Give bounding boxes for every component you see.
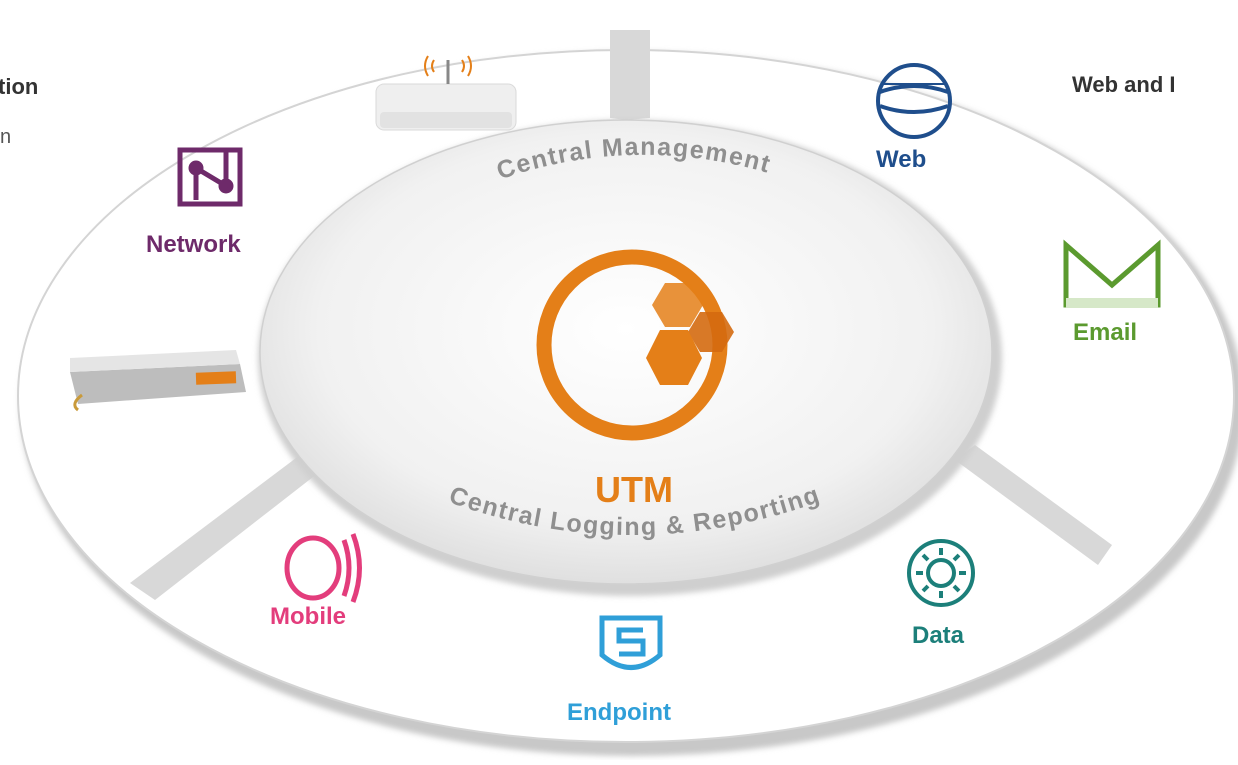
inner-ellipse xyxy=(259,119,993,585)
corner-right-title: Web and I xyxy=(1072,72,1176,97)
data-gear-icon xyxy=(907,539,975,607)
endpoint-shield-icon xyxy=(599,615,663,670)
utm-title: UTM xyxy=(595,469,673,510)
endpoint-label: Endpoint xyxy=(567,699,671,726)
web-label: Web xyxy=(876,146,927,173)
mobile-label: Mobile xyxy=(270,603,346,630)
utm-logo-icon xyxy=(536,249,734,441)
web-globe-icon xyxy=(876,63,952,139)
utm-appliance-icon xyxy=(70,350,246,412)
email-label: Email xyxy=(1073,319,1138,346)
email-icon xyxy=(1063,239,1161,308)
mobile-icon xyxy=(284,533,362,603)
divider-left xyxy=(130,455,322,600)
network-label: Network xyxy=(146,231,241,258)
corner-left-subtitle: n xyxy=(0,126,12,148)
network-icon xyxy=(177,147,243,207)
data-label: Data xyxy=(912,622,965,649)
divider-top xyxy=(610,30,650,120)
wireless-router-icon xyxy=(375,55,517,131)
corner-left-title: tion xyxy=(0,74,39,99)
divider-right xyxy=(955,445,1112,565)
